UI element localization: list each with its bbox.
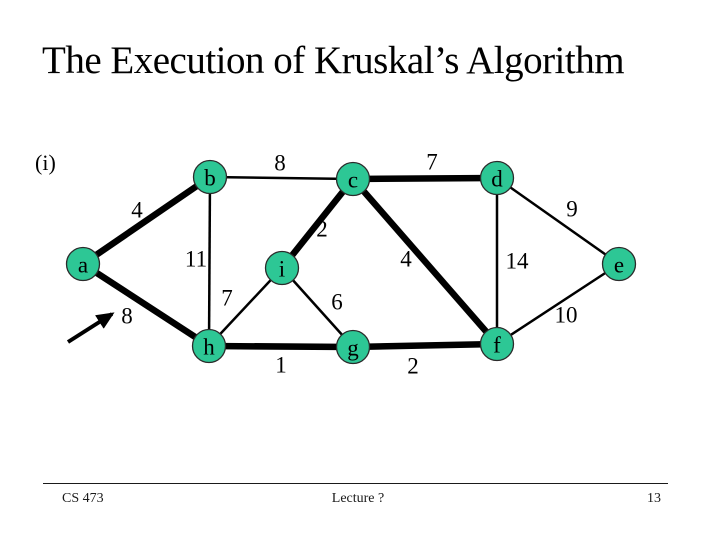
pointer-arrow [66, 312, 115, 344]
node-label-h: h [203, 335, 215, 360]
weight-label-h-a: 8 [121, 304, 133, 329]
edge-i-g [281, 267, 354, 348]
node-g [335, 329, 371, 365]
node-label-c: c [348, 168, 358, 193]
graph-edges [81, 174, 620, 351]
weight-label-c-f: 4 [400, 247, 412, 272]
weight-label-i-h: 7 [221, 286, 233, 311]
node-label-a: a [78, 253, 88, 278]
edge-b-c [209, 175, 354, 181]
edge-c-i [279, 176, 356, 271]
weight-label-c-i: 2 [316, 217, 328, 242]
edge-c-d [352, 174, 498, 183]
weight-label-c-d: 7 [426, 150, 438, 175]
weight-label-d-e: 9 [566, 197, 578, 222]
edge-e-f [496, 262, 620, 346]
graph-nodes: a b c d e f g h i [65, 159, 637, 365]
footer-divider [43, 483, 668, 484]
node-c [335, 161, 371, 197]
footer-lecture-label: Lecture ? [331, 491, 385, 506]
node-b [192, 159, 228, 195]
node-label-f: f [493, 333, 501, 358]
slide-title: The Execution of Kruskal’s Algorithm [42, 39, 625, 82]
weight-label-b-c: 8 [274, 151, 286, 176]
weight-label-b-h: 11 [185, 247, 207, 272]
edge-b-h [207, 176, 212, 347]
edge-f-g [352, 340, 498, 351]
node-i [264, 250, 300, 286]
edge-weight-labels: 4 8 7 9 10 2 1 8 11 2 4 7 6 14 [121, 150, 578, 379]
node-label-d: d [491, 167, 503, 192]
current-edge-arrow [66, 312, 115, 344]
node-h [191, 328, 227, 364]
edge-c-f [350, 176, 500, 347]
weight-label-a-b: 4 [131, 198, 143, 223]
step-label: (i) [35, 150, 56, 175]
node-a [65, 246, 101, 282]
edge-a-b [81, 174, 212, 267]
node-label-e: e [614, 253, 624, 278]
edge-i-h [208, 267, 283, 347]
weight-label-g-h: 1 [275, 353, 287, 378]
weight-label-d-f: 14 [506, 249, 530, 274]
node-label-b: b [204, 166, 216, 191]
weight-label-f-g: 2 [407, 354, 419, 379]
weight-label-i-g: 6 [331, 290, 343, 315]
footer-course: CS 473 [62, 491, 104, 506]
footer-page-number: 13 [647, 491, 661, 506]
weight-label-e-f: 10 [555, 303, 578, 328]
edge-g-h [208, 342, 354, 351]
node-label-i: i [279, 257, 285, 282]
node-d [479, 160, 515, 196]
edge-d-e [496, 176, 620, 266]
node-e [601, 246, 637, 282]
node-label-g: g [347, 336, 359, 361]
node-f [479, 326, 515, 362]
edge-h-a [81, 261, 211, 349]
